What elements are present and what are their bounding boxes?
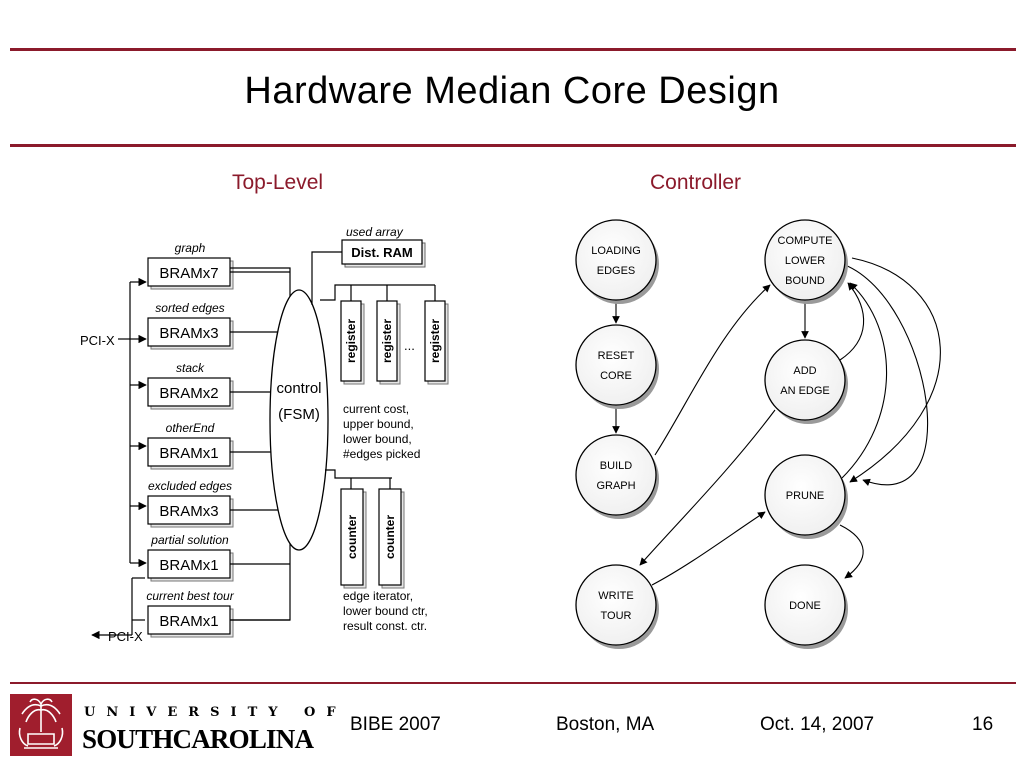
register-block: [340, 300, 362, 382]
state-label: EDGES: [597, 265, 636, 277]
state-label: ADD: [793, 365, 816, 377]
memory-caption: otherEnd: [166, 421, 215, 435]
top-level-heading: Top-Level: [232, 171, 324, 194]
memory-caption: partial solution: [150, 533, 229, 547]
memory-block-label: BRAMx7: [159, 265, 218, 282]
memory-caption: current best tour: [146, 589, 234, 603]
dist-ram-label: Dist. RAM: [351, 245, 412, 260]
state-label: COMPUTE: [778, 235, 833, 247]
memory-block: [147, 377, 231, 407]
state-add: [764, 339, 846, 421]
footer-rule: [10, 682, 1016, 684]
register-note: upper bound,: [343, 417, 414, 431]
transition-add-to-compute: [839, 282, 865, 361]
university-logo: UNIVERSITY OF SOUTHCAROLINA: [10, 694, 340, 756]
transition-add-to-write: [639, 409, 776, 566]
slide-title: Hardware Median Core Design: [244, 70, 780, 112]
state-build: [575, 434, 657, 516]
transition-write-to-prune: [651, 511, 766, 586]
register-label: register: [380, 319, 394, 363]
state-label: DONE: [789, 600, 821, 612]
state-compute: [764, 219, 846, 301]
state-loading: [575, 219, 657, 301]
state-label: BUILD: [600, 460, 632, 472]
transition-compute-to-prune: [849, 257, 941, 483]
counter-block: [340, 488, 364, 586]
state-label: TOUR: [601, 610, 632, 622]
state-label: GRAPH: [596, 480, 635, 492]
register-note: lower bound,: [343, 432, 412, 446]
memory-block-label: BRAMx3: [159, 503, 218, 520]
footer-conference: BIBE 2007: [350, 714, 441, 735]
top-rule: [10, 48, 1016, 51]
state-label: PRUNE: [786, 490, 825, 502]
memory-block-label: BRAMx3: [159, 325, 218, 342]
register-block: [424, 300, 446, 382]
register-note: current cost,: [343, 402, 409, 416]
state-label: LOWER: [785, 255, 825, 267]
counter-note: edge iterator,: [343, 589, 413, 603]
register-block: [376, 300, 398, 382]
state-label: RESET: [598, 350, 635, 362]
memory-block: [147, 317, 231, 347]
memory-caption: stack: [176, 361, 205, 375]
memory-block: [147, 495, 231, 525]
pci-x-input-label: PCI-X: [80, 333, 115, 348]
state-prune: [764, 454, 846, 536]
control-label: control: [276, 380, 321, 397]
register-label: register: [428, 319, 442, 363]
memory-caption: sorted edges: [155, 301, 224, 315]
state-write: [575, 564, 657, 646]
state-label: LOADING: [591, 245, 641, 257]
used-array-caption: used array: [346, 225, 404, 239]
memory-caption: graph: [175, 241, 206, 255]
memory-caption: excluded edges: [148, 479, 232, 493]
memory-block-label: BRAMx1: [159, 445, 218, 462]
fsm-label: (FSM): [278, 406, 320, 423]
footer-date: Oct. 14, 2007: [760, 714, 875, 735]
footer-location: Boston, MA: [556, 714, 655, 735]
dist-ram-block: [341, 239, 423, 265]
memory-block-label: BRAMx1: [159, 613, 218, 630]
logo-university-of: UNIVERSITY OF: [84, 705, 340, 720]
state-done: [764, 564, 846, 646]
counter-note: result const. ctr.: [343, 619, 427, 633]
memory-block-label: BRAMx2: [159, 385, 218, 402]
memory-block: [147, 605, 231, 635]
memory-block: [147, 437, 231, 467]
counter-label: counter: [345, 515, 359, 559]
counter-label: counter: [383, 515, 397, 559]
counter-block: [378, 488, 402, 586]
register-label: register: [344, 319, 358, 363]
state-label: BOUND: [785, 275, 825, 287]
controller-state-machine: LOADING EDGES RESET CORE BUILD GRAPH WRITE TOUR…: [575, 219, 941, 649]
state-label: WRITE: [598, 590, 633, 602]
title-underline-rule: [10, 144, 1016, 147]
control-fsm-ellipse: [269, 289, 329, 551]
transition-compute-to-write: [844, 264, 929, 487]
counter-note: lower bound ctr,: [343, 604, 428, 618]
state-reset: [575, 324, 657, 406]
transition-build-to-compute: [654, 284, 771, 456]
memory-block: [147, 257, 231, 287]
controller-heading: Controller: [650, 171, 742, 194]
transition-prune-to-done: [839, 524, 864, 579]
state-label: AN EDGE: [780, 385, 830, 397]
logo-south-carolina: SOUTHCAROLINA: [82, 724, 314, 754]
footer-page-number: 16: [972, 714, 994, 735]
state-label: CORE: [600, 370, 632, 382]
pci-x-output-label: PCI-X: [108, 629, 143, 644]
transition-prune-to-compute: [841, 282, 888, 479]
register-ellipsis: ...: [404, 338, 415, 353]
memory-block-label: BRAMx1: [159, 557, 218, 574]
register-note: #edges picked: [343, 447, 420, 461]
